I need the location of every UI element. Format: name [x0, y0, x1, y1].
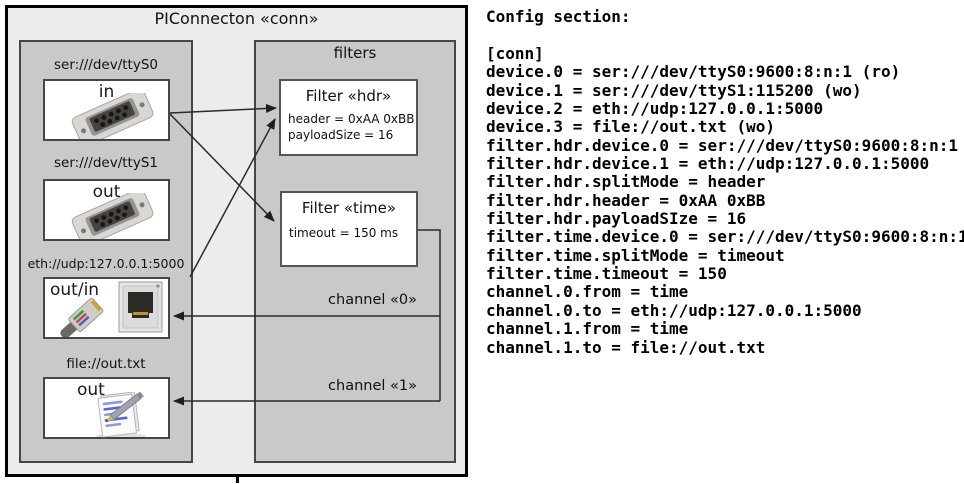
filter-box-hdr: Filter «hdr» header = 0xAA 0xBB payloadS… — [279, 79, 418, 156]
config-line: filter.hdr.device.0 = ser:///dev/ttyS0:9… — [486, 135, 959, 155]
device-direction: out/in — [50, 280, 100, 300]
ethernet-connector-icon — [60, 281, 163, 337]
config-line: device.2 = eth://udp:127.0.0.1:5000 — [486, 99, 824, 119]
device-label-eth: eth://udp:127.0.0.1:5000 — [27, 256, 185, 271]
config-text-block: [conn] device.0 = ser:///dev/ttyS0:9600:… — [486, 44, 964, 357]
config-line: channel.0.to = eth://udp:127.0.0.1:5000 — [486, 300, 862, 320]
filter-property: header = 0xAA 0xBB — [288, 112, 415, 126]
notepad-pencil-icon — [96, 392, 146, 439]
device-direction: out — [77, 380, 105, 400]
diagram-title: PIConnecton «conn» — [154, 9, 319, 28]
config-line: channel.1.from = time — [486, 319, 689, 339]
device-label-ttys0: ser:///dev/ttyS0 — [54, 57, 158, 73]
config-line: device.0 = ser:///dev/ttyS0:9600:8:n:1 (… — [486, 62, 901, 82]
config-line: filter.hdr.payloadSIze = 16 — [486, 209, 747, 229]
device-box-file: out — [43, 377, 170, 439]
device-box-ttys1: out — [43, 179, 170, 241]
config-line: filter.time.timeout = 150 — [486, 264, 727, 284]
config-line: filter.hdr.device.1 = eth://udp:127.0.0.… — [486, 154, 930, 174]
filter-title: Filter «time» — [301, 199, 397, 217]
filter-box-time: Filter «time» timeout = 150 ms — [280, 191, 418, 267]
config-line: device.3 = file://out.txt (wo) — [486, 117, 775, 137]
serial-connector-icon — [66, 93, 154, 139]
config-line: filter.hdr.header = 0xAA 0xBB — [486, 190, 766, 210]
serial-connector-icon — [66, 193, 154, 239]
device-label-file: file://out.txt — [66, 356, 146, 372]
config-line: channel.1.to = file://out.txt — [486, 337, 766, 357]
rj45-plug-icon — [60, 297, 104, 337]
filters-panel-title: filters — [333, 44, 377, 62]
device-box-eth: out/in — [43, 277, 170, 339]
config-line: channel.0.from = time — [486, 282, 689, 302]
config-line: device.1 = ser:///dev/ttyS1:115200 (wo) — [486, 80, 862, 100]
device-box-ttys0: in — [43, 79, 170, 141]
filter-property: payloadSize = 16 — [288, 128, 394, 142]
config-line: [conn] — [486, 44, 544, 63]
device-direction: out — [92, 182, 121, 202]
channel-1-label: channel «1» — [328, 378, 417, 394]
ethernet-jack-icon — [118, 281, 163, 333]
frame-bottom-tick — [236, 477, 239, 483]
filter-property: timeout = 150 ms — [289, 226, 399, 240]
device-direction: in — [98, 82, 115, 102]
device-label-ttys1: ser:///dev/ttyS1 — [54, 155, 158, 171]
config-section-heading: Config section: — [486, 7, 631, 26]
config-line: filter.time.device.0 = ser:///dev/ttyS0:… — [486, 227, 964, 247]
filter-title: Filter «hdr» — [305, 87, 392, 105]
config-line: filter.hdr.splitMode = header — [486, 172, 766, 192]
config-line: filter.time.splitMode = timeout — [486, 245, 785, 265]
channel-0-label: channel «0» — [328, 292, 417, 308]
